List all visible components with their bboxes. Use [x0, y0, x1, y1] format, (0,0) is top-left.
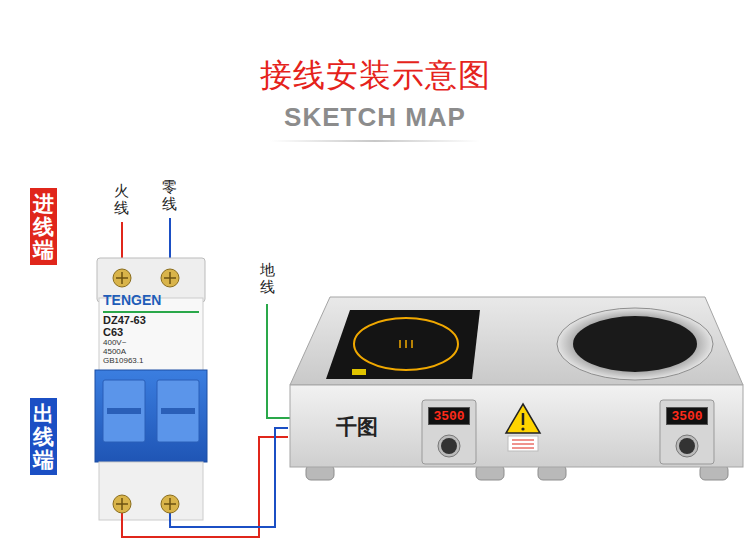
wire-label: 零线 [162, 179, 177, 212]
node-text: 千图 [336, 416, 378, 439]
node-text: GB10963.1 [103, 357, 143, 366]
cooker-drawing [290, 297, 743, 480]
node-text: 3500 [433, 408, 464, 426]
display-panel: 3500 [428, 407, 470, 425]
circuit-breaker: TENGEN DZ47-63C63400V~4500AGB10963.1 [95, 258, 207, 522]
wire-label: 火线 [114, 183, 129, 216]
breaker-drawing [95, 258, 207, 522]
terminal-tag: 进线端 [30, 188, 57, 265]
title-text: 接线安装示意图 [0, 54, 750, 98]
subtitle-rule [270, 140, 480, 142]
node-text: 400V~ [103, 339, 126, 348]
node-text: 进线端 [33, 192, 54, 261]
wire-connector [170, 428, 288, 527]
induction-cooker: 千图 3500 3500 [288, 297, 744, 484]
ground-wire [267, 304, 290, 418]
display-panel: 3500 [666, 407, 708, 425]
node-text: C63 [103, 326, 123, 338]
node-text: 3500 [671, 408, 702, 426]
node-text: 出线端 [33, 402, 54, 471]
terminal-tag: 出线端 [30, 398, 57, 475]
subtitle-text: SKETCH MAP [0, 102, 750, 133]
live-wire [121, 222, 123, 262]
node-text: 4500A [103, 348, 126, 357]
neutral-wire [169, 218, 171, 262]
wire-connector [122, 437, 288, 537]
wire-label: 地线 [260, 262, 275, 295]
node-text: TENGEN [103, 293, 161, 308]
node-text: DZ47-63 [103, 314, 146, 326]
